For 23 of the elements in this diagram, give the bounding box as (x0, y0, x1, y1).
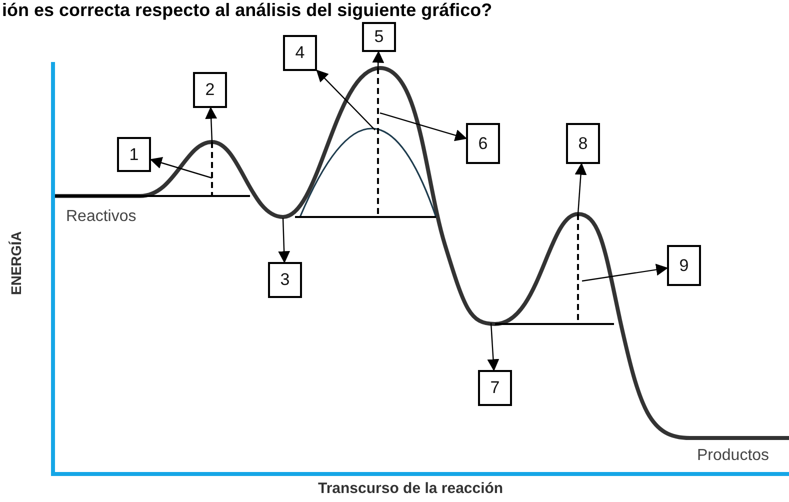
axis-title: ENERGÍA (8, 231, 24, 295)
reactants-label: Reactivos (66, 208, 136, 226)
callout-box: 7 (478, 370, 512, 406)
callout-box: 9 (667, 245, 701, 286)
callout-box: 2 (193, 72, 227, 108)
leader-arrow (574, 162, 587, 214)
callout-box: 8 (566, 123, 600, 164)
leader-arrow (487, 322, 500, 372)
leader-arrow (150, 157, 212, 179)
callout-box: 4 (283, 35, 317, 71)
callout-box: 3 (268, 262, 302, 298)
leader-arrow (316, 70, 376, 130)
axis-title: Transcurso de la reacción (318, 480, 504, 497)
callout-box: 1 (117, 137, 151, 172)
leader-arrow (582, 264, 668, 282)
leader-arrow (380, 112, 468, 142)
leader-arrow (278, 218, 290, 264)
leader-arrow (372, 50, 384, 68)
products-label: Productos (697, 447, 770, 465)
callout-box: 6 (466, 123, 500, 164)
title: ión es correcta respecto al análisis del siguiente gráfico? (2, 0, 492, 20)
callout-box: 5 (362, 22, 396, 52)
leader-arrow (205, 106, 218, 142)
